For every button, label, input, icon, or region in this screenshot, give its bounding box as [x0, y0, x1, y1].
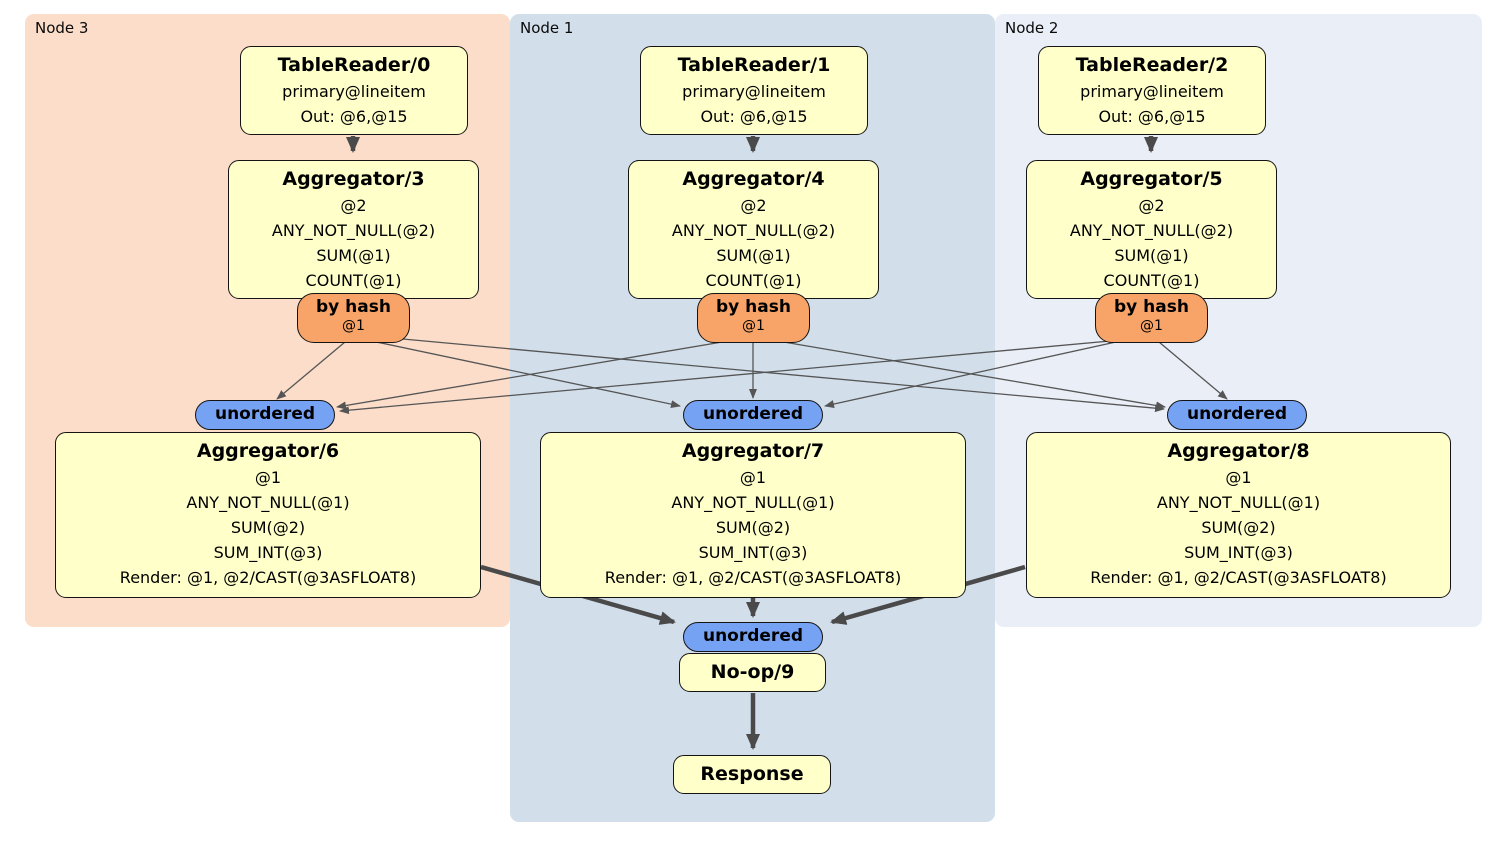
processor-title: Response — [700, 763, 804, 785]
processor-title: Aggregator/5 — [1080, 168, 1223, 190]
processor-aggregator-4: Aggregator/4 @2 ANY_NOT_NULL(@2) SUM(@1)… — [628, 160, 879, 299]
router-sub: @1 — [742, 318, 765, 334]
processor-title: TableReader/1 — [677, 54, 831, 76]
processor-row: COUNT(@1) — [305, 271, 402, 290]
router-by-hash-node2: by hash @1 — [1095, 293, 1208, 343]
processor-row: @1 — [254, 468, 282, 487]
edge-bh5-un8 — [1158, 341, 1228, 400]
processor-row: ANY_NOT_NULL(@1) — [186, 493, 350, 512]
processor-aggregator-3: Aggregator/3 @2 ANY_NOT_NULL(@2) SUM(@1)… — [228, 160, 479, 299]
router-by-hash-node1: by hash @1 — [697, 293, 810, 343]
processor-row: Render: @1, @2/CAST(@3ASFLOAT8) — [1090, 568, 1387, 587]
processor-tablereader-0: TableReader/0 primary@lineitem Out: @6,@… — [240, 46, 468, 135]
processor-row: SUM(@1) — [716, 246, 791, 265]
processor-title: Aggregator/8 — [1167, 440, 1310, 462]
processor-row: @2 — [340, 196, 367, 215]
processor-title: Aggregator/3 — [282, 168, 425, 190]
router-sub: @1 — [342, 318, 365, 334]
router-label: by hash — [1114, 297, 1189, 317]
stream-unordered-node1: unordered — [683, 400, 823, 430]
processor-response: Response — [673, 755, 831, 794]
processor-noop-9: No-op/9 — [679, 653, 826, 692]
processor-row: primary@lineitem — [1080, 82, 1224, 101]
edge-bh5-un6 — [339, 338, 1133, 415]
node-region-1-label: Node 1 — [520, 19, 574, 37]
processor-aggregator-7: Aggregator/7 @1 ANY_NOT_NULL(@1) SUM(@2)… — [540, 432, 966, 598]
processor-row: ANY_NOT_NULL(@2) — [671, 221, 836, 240]
processor-row: ANY_NOT_NULL(@2) — [1069, 221, 1234, 240]
processor-row: SUM(@1) — [1114, 246, 1189, 265]
node-region-2-label: Node 2 — [1005, 19, 1059, 37]
processor-aggregator-6: Aggregator/6 @1 ANY_NOT_NULL(@1) SUM(@2)… — [55, 432, 481, 598]
router-by-hash-node3: by hash @1 — [297, 293, 410, 343]
processor-row: SUM(@2) — [1201, 518, 1276, 537]
processor-row: ANY_NOT_NULL(@1) — [671, 493, 835, 512]
processor-row: @2 — [1138, 196, 1165, 215]
processor-row: @2 — [740, 196, 767, 215]
processor-row: Out: @6,@15 — [700, 107, 808, 126]
processor-row: COUNT(@1) — [1103, 271, 1200, 290]
processor-row: ANY_NOT_NULL(@1) — [1156, 493, 1321, 512]
router-sub: @1 — [1140, 318, 1163, 334]
stream-unordered-node2: unordered — [1167, 400, 1307, 430]
processor-row: Render: @1, @2/CAST(@3ASFLOAT8) — [119, 568, 417, 587]
router-label: by hash — [316, 297, 391, 317]
processor-row: SUM(@1) — [316, 246, 391, 265]
processor-row: ANY_NOT_NULL(@2) — [271, 221, 436, 240]
processor-row: @1 — [739, 468, 767, 487]
edge-bh5-un7 — [824, 337, 1135, 408]
processor-aggregator-8: Aggregator/8 @1 ANY_NOT_NULL(@1) SUM(@2)… — [1026, 432, 1451, 598]
processor-title: Aggregator/6 — [196, 440, 340, 462]
processor-tablereader-2: TableReader/2 primary@lineitem Out: @6,@… — [1038, 46, 1266, 135]
processor-title: No-op/9 — [710, 661, 795, 683]
processor-aggregator-5: Aggregator/5 @2 ANY_NOT_NULL(@2) SUM(@1)… — [1026, 160, 1277, 299]
processor-row: SUM_INT(@3) — [213, 543, 323, 562]
processor-row: @1 — [1225, 468, 1252, 487]
processor-row: Render: @1, @2/CAST(@3ASFLOAT8) — [604, 568, 902, 587]
node-region-3-label: Node 3 — [35, 19, 89, 37]
processor-title: Aggregator/4 — [682, 168, 825, 190]
processor-tablereader-1: TableReader/1 primary@lineitem Out: @6,@… — [640, 46, 868, 135]
stream-unordered-final: unordered — [683, 622, 823, 652]
router-label: by hash — [716, 297, 791, 317]
processor-row: SUM_INT(@3) — [1184, 543, 1293, 562]
processor-row: Out: @6,@15 — [300, 107, 408, 126]
edge-bh3-un7 — [366, 339, 681, 409]
processor-title: TableReader/2 — [1075, 54, 1229, 76]
processor-row: COUNT(@1) — [705, 271, 802, 290]
edge-bh4-un8 — [771, 339, 1166, 410]
edge-bh3-un6 — [276, 341, 346, 400]
processor-row: SUM_INT(@3) — [698, 543, 808, 562]
edge-bh4-un6 — [336, 339, 735, 410]
processor-row: SUM(@2) — [715, 518, 791, 537]
processor-row: primary@lineitem — [682, 82, 826, 101]
processor-title: Aggregator/7 — [681, 440, 825, 462]
processor-row: primary@lineitem — [282, 82, 426, 101]
processor-title: TableReader/0 — [277, 54, 431, 76]
processor-row: Out: @6,@15 — [1098, 107, 1206, 126]
processor-row: SUM(@2) — [230, 518, 306, 537]
stream-unordered-node3: unordered — [195, 400, 335, 430]
